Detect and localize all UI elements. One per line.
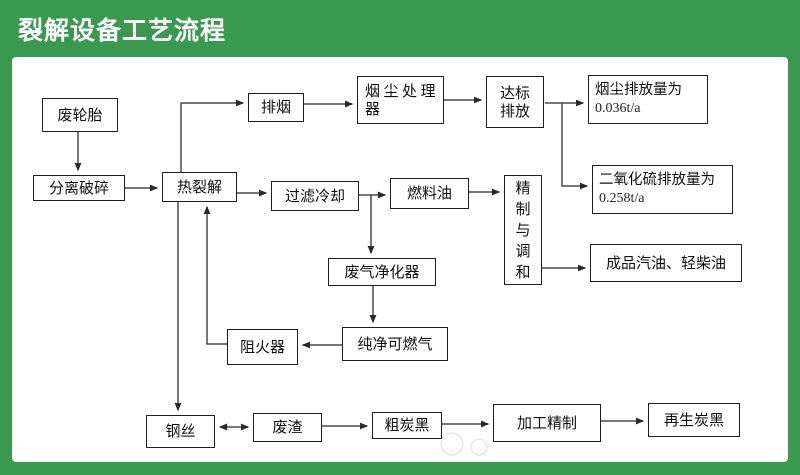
node-pyrolysis: 热裂解	[162, 172, 237, 202]
node-fuel-oil: 燃料油	[390, 178, 469, 209]
node-pure-gas: 纯净可燃气	[342, 327, 448, 361]
page-title: 裂解设备工艺流程	[18, 16, 227, 45]
node-regen-carbon-black: 再生炭黑	[648, 403, 740, 437]
node-finished-oil: 成品汽油、轻柴油	[590, 244, 742, 282]
node-gas-purifier: 废气净化器	[328, 258, 436, 286]
node-label: 排放	[499, 102, 530, 120]
watermark-circle-icon	[440, 432, 464, 456]
node-label: 成品汽油、轻柴油	[605, 253, 726, 272]
node-label: 二氧化硫排放量为	[599, 172, 715, 189]
node-label: 粗炭黑	[384, 416, 430, 435]
node-value: 0.258t/a	[599, 190, 645, 206]
node-standard-discharge: 达标排放	[486, 76, 544, 128]
node-processing-refine: 加工精制	[493, 404, 601, 442]
node-label: 加工精制	[516, 413, 577, 432]
node-steel-wire: 钢丝	[146, 415, 215, 448]
node-smoke-exhaust: 排烟	[248, 93, 304, 122]
node-label: 精	[515, 178, 531, 197]
node-value: 0.036t/a	[595, 100, 641, 116]
node-label: 废轮胎	[57, 105, 103, 124]
node-filter-cooling: 过滤冷却	[271, 181, 359, 211]
node-label: 达标	[499, 83, 530, 102]
node-label: 烟尘处理	[365, 81, 440, 100]
node-label: 和	[515, 262, 531, 281]
node-label: 废渣	[272, 418, 303, 437]
node-label: 器	[365, 100, 384, 118]
node-label: 燃料油	[406, 184, 452, 203]
node-label: 制	[515, 199, 531, 218]
node-waste-tire: 废轮胎	[42, 98, 118, 132]
node-label: 分离破碎	[48, 178, 109, 197]
node-separation-crushing: 分离破碎	[33, 175, 125, 201]
node-label: 烟尘排放量为	[595, 82, 682, 99]
node-refine-blend: 精制与调和	[504, 175, 542, 285]
watermark	[440, 432, 530, 462]
watermark-circle-icon	[470, 438, 488, 456]
node-waste-residue: 废渣	[253, 413, 322, 442]
node-label: 与	[515, 220, 531, 239]
node-label: 再生炭黑	[663, 410, 724, 429]
node-label: 排烟	[260, 98, 291, 117]
node-crude-carbon-black: 粗炭黑	[372, 412, 442, 439]
node-dust-processor: 烟尘处理器	[357, 76, 444, 124]
node-label: 热裂解	[176, 177, 222, 196]
node-label: 纯净可燃气	[357, 334, 433, 353]
node-label: 钢丝	[165, 422, 196, 441]
node-label: 过滤冷却	[284, 186, 345, 205]
node-flame-arrester: 阻火器	[227, 329, 298, 365]
node-label: 调	[515, 241, 531, 260]
node-label: 阻火器	[239, 337, 285, 356]
node-label: 废气净化器	[344, 262, 420, 281]
